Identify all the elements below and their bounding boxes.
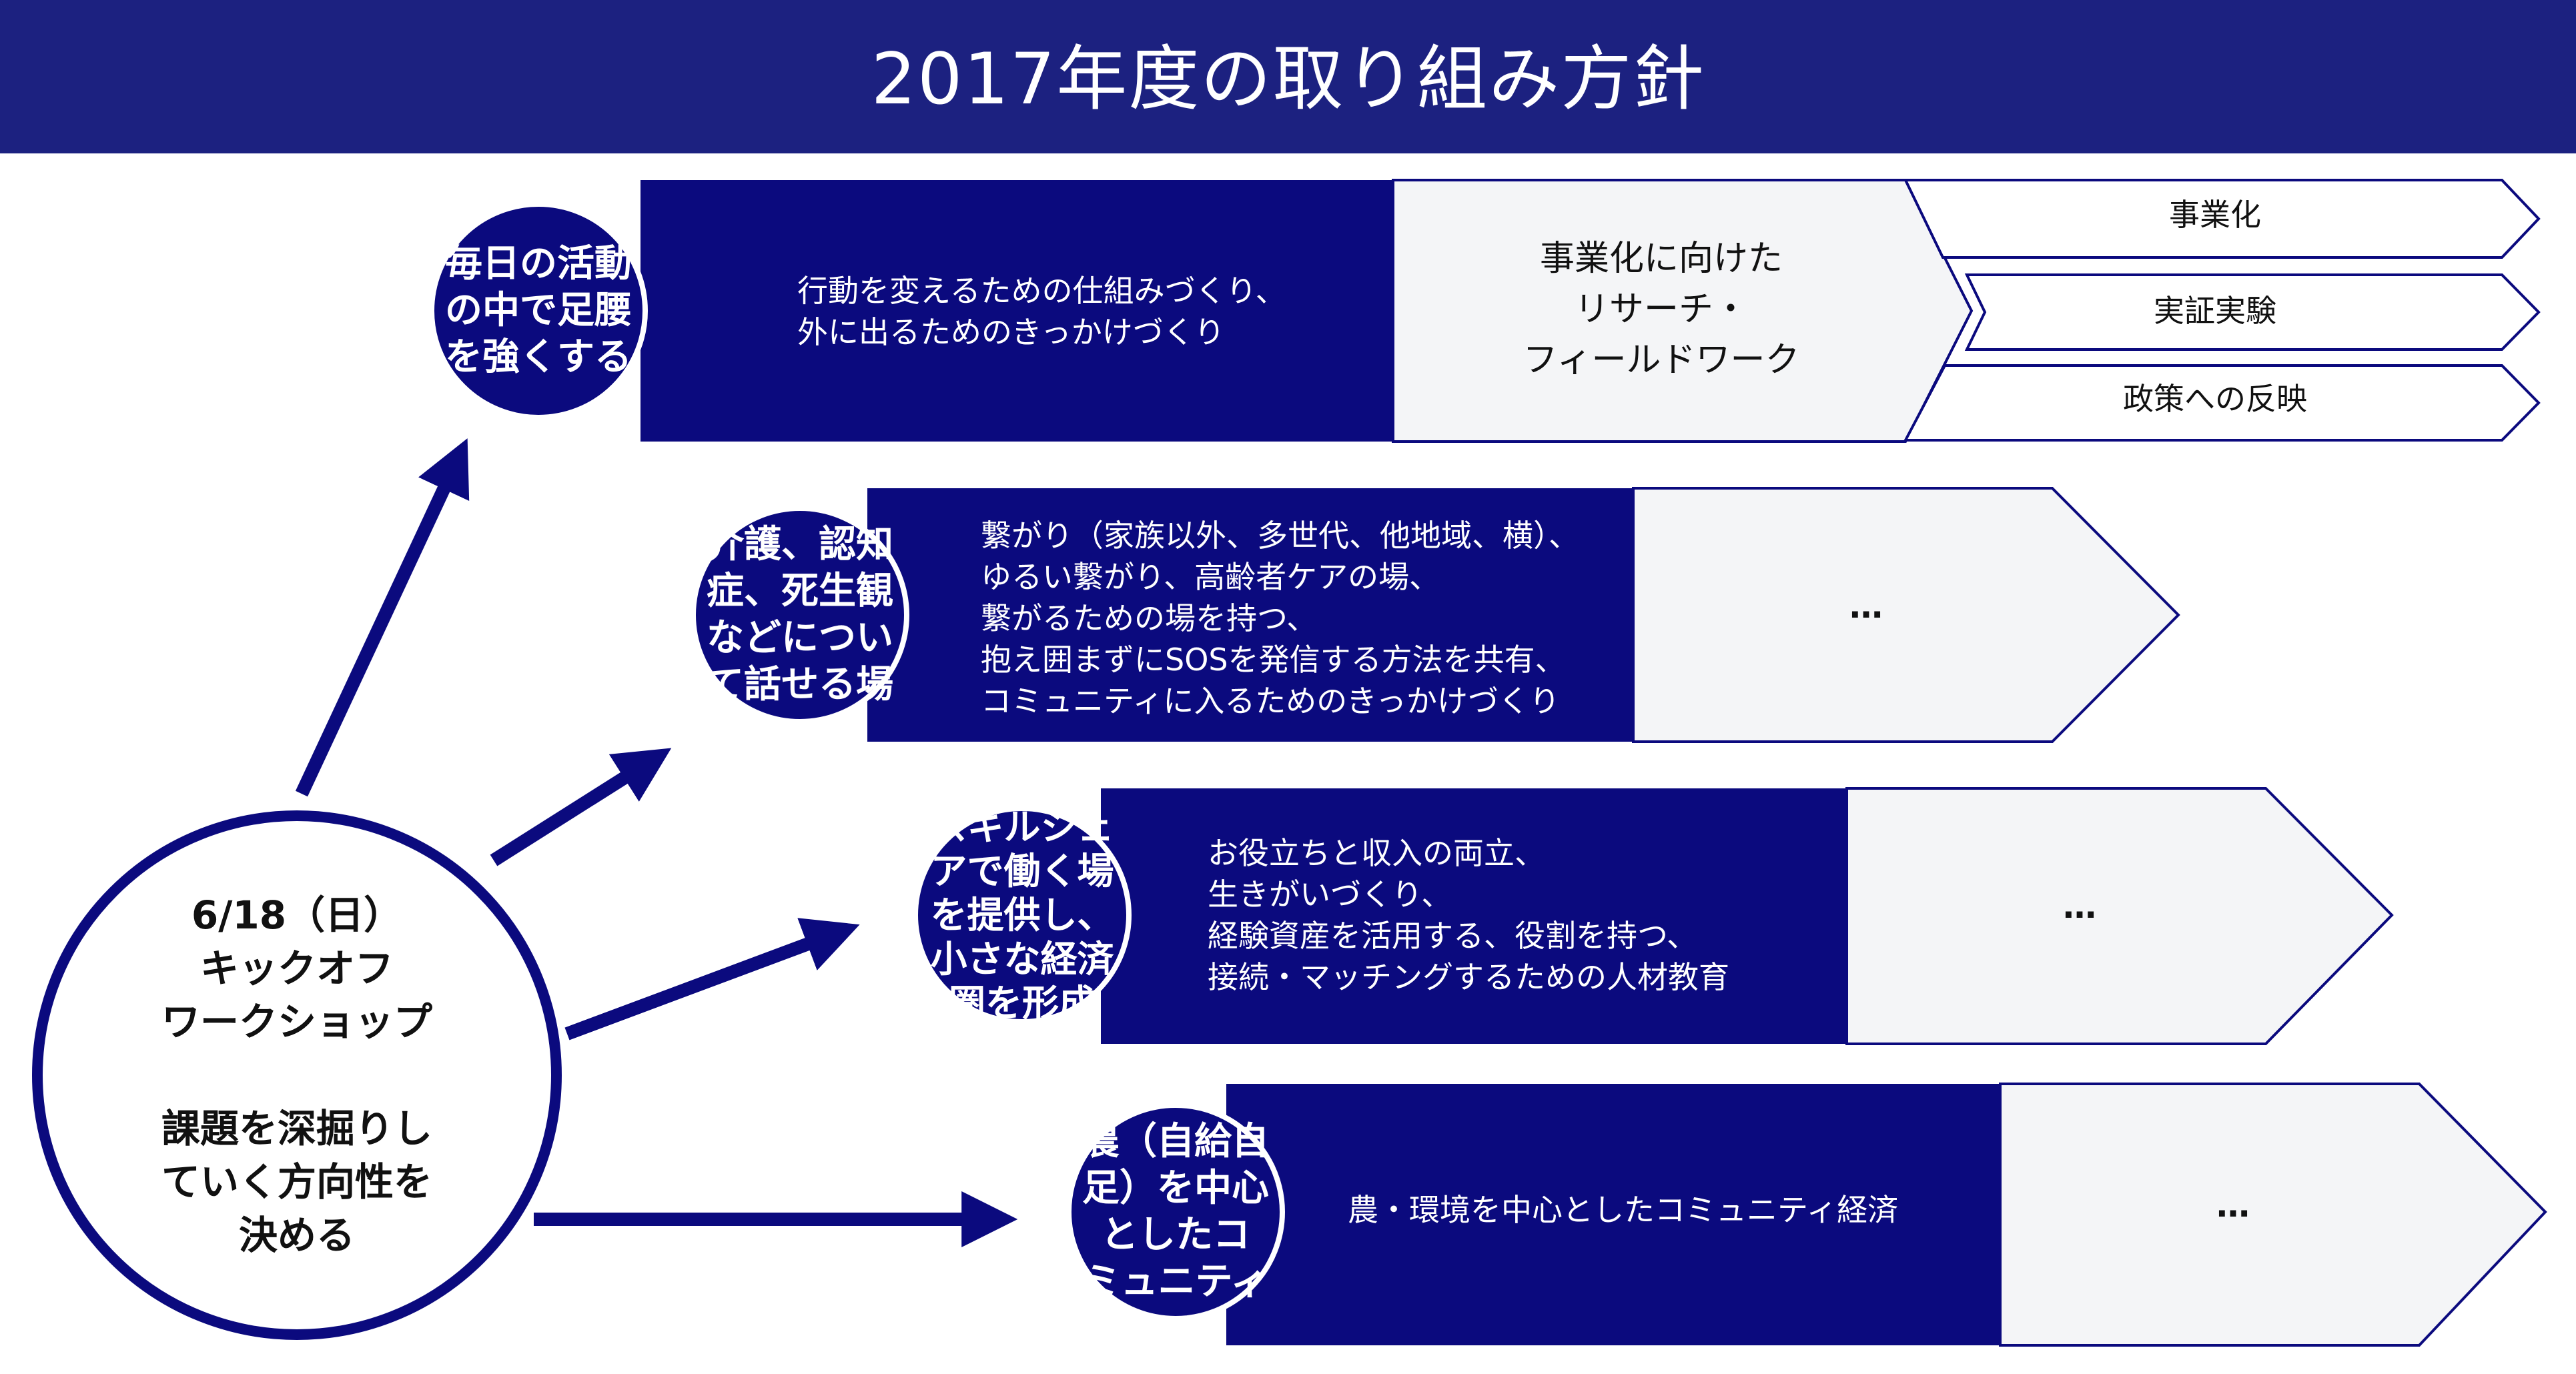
row4-next-step-chevron [1999, 1083, 2547, 1347]
row4-circle-label: 農（自給自 足）を中心 としたコ ミュニティ [1069, 1105, 1282, 1319]
row4-description-line1: 農・環境を中心としたコミュニティ経済 [1348, 1192, 1899, 1228]
row3-description-line4: 接続・マッチングするための人材教育 [1208, 959, 1729, 995]
row1-circle-line2: の中で足腰 [445, 289, 632, 332]
row4-circle [1066, 1103, 1285, 1321]
row3-circle [913, 806, 1132, 1024]
row3-circle-label: スキルシェ アで働く場 を提供し、 小さな経済 圏を形成 [915, 806, 1129, 1024]
row2-circle-label: 介護、認知 症、死生観 などについ て話せる場 [693, 508, 907, 722]
row1-next-step-label: 事業化に向けた リサーチ・ フィールドワーク [1394, 233, 1928, 386]
row2-circle-line3: などについ [707, 616, 893, 660]
outcome-chevron-policy [1903, 364, 2541, 442]
outcome-business: 事業化 [2169, 197, 2261, 233]
row2-description-line5: コミュニティに入るためのきっかけづくり [981, 683, 1561, 719]
row1-description-line2: 外に出るためのきっかけづくり [797, 314, 1225, 350]
row3-next-step-chevron [1845, 787, 2394, 1045]
row4-circle-line2: 足）を中心 [1082, 1167, 1269, 1210]
row4-next-step: … [2216, 1186, 2250, 1225]
row2-description-line3: 繋がるための場を持つ、 [981, 600, 1318, 636]
row2-circle [691, 506, 909, 724]
kickoff-purpose-line2: ていく方向性を [161, 1159, 432, 1205]
page-title: 2017年度の取り組み方針 [871, 38, 1705, 120]
row2-description: 繋がり（家族以外、多世代、他地域、横）、 ゆるい繋がり、高齢者ケアの場、 繋がる… [981, 515, 1579, 722]
outcome-pilot: 実証実験 [2154, 293, 2276, 329]
row4-circle-line3: としたコ [1101, 1213, 1250, 1257]
row3-description-line2: 生きがいづくり、 [1208, 876, 1452, 912]
row4-circle-line1: 農（自給自 [1082, 1120, 1269, 1163]
row2-description-line2: ゆるい繋がり、高齢者ケアの場、 [981, 559, 1440, 595]
arrow-to-row3 [564, 918, 860, 1041]
kickoff-purpose-line3: 決める [238, 1213, 355, 1258]
row1-next-step-line1: 事業化に向けた [1539, 239, 1783, 279]
kickoff-date: 6/18（日） [191, 892, 403, 938]
row3-circle-line5: 圏を形成 [948, 982, 1096, 1024]
row1-description-band [640, 180, 1393, 442]
row1-circle [429, 201, 648, 420]
title-banner: 2017年度の取り組み方針 [0, 0, 2576, 153]
kickoff-text: 6/18（日） キックオフ ワークショップ 課題を深掘りし ていく方向性を 決め… [37, 816, 556, 1335]
row1-circle-label: 毎日の活動 の中で足腰 を強くする [432, 204, 645, 418]
outcome-chevron-business [1903, 179, 2541, 259]
kickoff-title-line2: ワークショップ [161, 999, 432, 1045]
row1-circle-line3: を強くする [445, 335, 632, 379]
row2-circle-line4: て話せる場 [707, 663, 893, 706]
row1-description-line1: 行動を変えるための仕組みづくり、 [797, 273, 1286, 309]
kickoff-purpose-line1: 課題を深掘りし [161, 1106, 432, 1151]
row2-next-step-chevron [1632, 487, 2180, 743]
arrow-to-row2 [490, 748, 672, 866]
outcome-policy: 政策への反映 [2123, 381, 2307, 417]
row2-description-line1: 繋がり（家族以外、多世代、他地域、横）、 [981, 518, 1579, 554]
row2-circle-line1: 介護、認知 [707, 523, 893, 566]
row2-description-band [867, 488, 1633, 742]
kickoff-circle [32, 810, 562, 1340]
row3-circle-line4: 小さな経済 [930, 938, 1114, 980]
row4-description-band [1226, 1084, 2000, 1345]
row2-description-line4: 抱え囲まずにSOSを発信する方法を共有、 [981, 642, 1566, 678]
row4-description: 農・環境を中心としたコミュニティ経済 [1348, 1189, 1898, 1231]
kickoff-title-line1: キックオフ [199, 946, 394, 991]
row1-circle-line1: 毎日の活動 [445, 242, 632, 285]
row3-description-line3: 経験資産を活用する、役割を持つ、 [1208, 918, 1698, 954]
row3-description-band [1101, 788, 1847, 1044]
arrow-to-row1 [295, 438, 470, 797]
row2-circle-line2: 症、死生観 [707, 570, 893, 613]
outcome-chevron-pilot [1964, 273, 2541, 351]
row4-circle-line4: ミュニティ [1083, 1260, 1268, 1303]
row1-next-step-line3: フィールドワーク [1523, 340, 1800, 380]
row1-description: 行動を変えるための仕組みづくり、 外に出るためのきっかけづくり [797, 270, 1286, 353]
row3-circle-line2: アで働く場 [930, 850, 1114, 892]
row3-description-line1: お役立ちと収入の両立、 [1208, 835, 1545, 871]
row3-next-step: … [2063, 887, 2096, 926]
row1-next-step-line2: リサーチ・ [1574, 289, 1748, 329]
row2-next-step: … [1849, 587, 1883, 626]
row3-description: お役立ちと収入の両立、 生きがいづくり、 経験資産を活用する、役割を持つ、 接続… [1208, 832, 1729, 998]
row3-circle-line3: を提供し、 [930, 894, 1114, 936]
row3-circle-line1: スキルシェ [930, 806, 1114, 848]
